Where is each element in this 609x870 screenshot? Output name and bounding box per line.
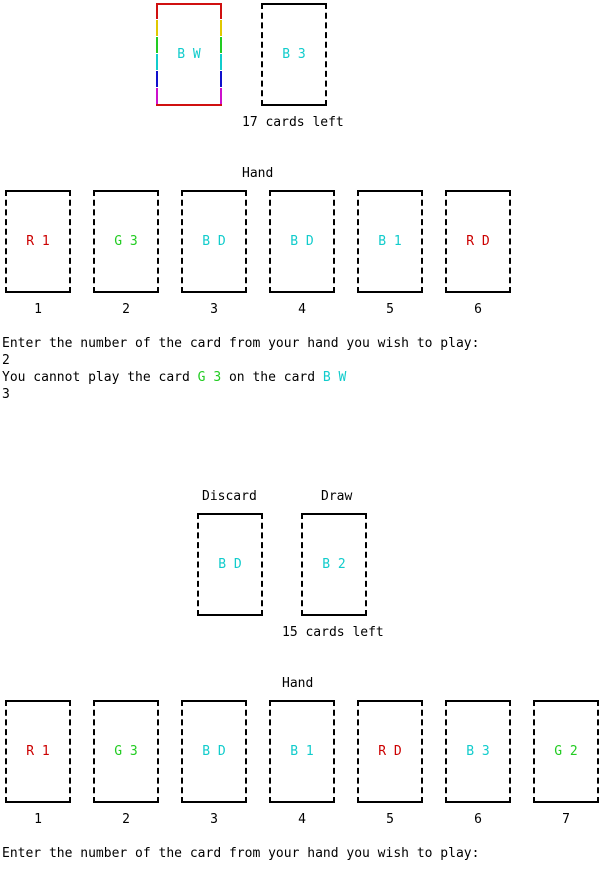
card-face: B 1 xyxy=(290,744,314,759)
card-face: G 2 xyxy=(554,744,578,759)
discard-label: Discard xyxy=(202,489,257,504)
discard-pile-card: B D xyxy=(197,513,263,616)
hand-card-number: 1 xyxy=(34,302,42,317)
hand-card: B 1 xyxy=(357,190,423,293)
wild-border-segment xyxy=(156,71,158,87)
wild-border-segment xyxy=(156,3,158,19)
hand-label: Hand xyxy=(242,166,274,181)
wild-border-right xyxy=(220,3,222,106)
hand-card-number: 6 xyxy=(474,812,482,827)
hand-card-number: 1 xyxy=(34,812,42,827)
draw-pile-card: B 3 xyxy=(261,3,327,106)
hand-card-number: 6 xyxy=(474,302,482,317)
draw-label: Draw xyxy=(321,489,353,504)
card-face: B 3 xyxy=(282,47,306,62)
hand-card: R D xyxy=(357,700,423,803)
draw-pile-card: B 2 xyxy=(301,513,367,616)
error-message: You cannot play the card G 3 on the card… xyxy=(2,370,346,386)
wild-border-segment xyxy=(220,54,222,70)
wild-border-segment xyxy=(156,88,158,104)
hand-card-number: 2 xyxy=(122,302,130,317)
wild-border-segment xyxy=(220,37,222,53)
wild-border-segment xyxy=(220,20,222,36)
hand-label: Hand xyxy=(282,676,314,691)
hand-card: B D xyxy=(269,190,335,293)
card-face: R 1 xyxy=(26,234,50,249)
card-face: B W xyxy=(177,47,201,62)
user-input-line: 3 xyxy=(2,387,10,402)
wild-border-segment xyxy=(220,88,222,104)
prompt-text: Enter the number of the card from your h… xyxy=(2,336,480,351)
card-face: R D xyxy=(466,234,490,249)
hand-card-number: 7 xyxy=(562,812,570,827)
wild-border-segment xyxy=(156,20,158,36)
card-face: R D xyxy=(378,744,402,759)
hand-card: B 3 xyxy=(445,700,511,803)
card-face: B D xyxy=(202,234,226,249)
prompt-text: Enter the number of the card from your h… xyxy=(2,846,480,861)
wild-border-segment xyxy=(220,3,222,19)
hand-card: B D xyxy=(181,700,247,803)
wild-border-segment xyxy=(156,37,158,53)
error-card: G 3 xyxy=(197,370,222,385)
card-face: B D xyxy=(202,744,226,759)
wild-border-segment xyxy=(220,71,222,87)
hand-card-number: 3 xyxy=(210,302,218,317)
card-face: B D xyxy=(290,234,314,249)
error-target-card: B W xyxy=(322,370,347,385)
hand-card-number: 4 xyxy=(298,302,306,317)
error-mid: on the card xyxy=(221,370,323,385)
card-face: G 3 xyxy=(114,234,138,249)
card-face: B 3 xyxy=(466,744,490,759)
hand-card: B 1 xyxy=(269,700,335,803)
wild-border-left xyxy=(156,3,158,106)
cards-left-count: 17 cards left xyxy=(242,115,344,130)
hand-card-number: 5 xyxy=(386,302,394,317)
card-face: R 1 xyxy=(26,744,50,759)
error-prefix: You cannot play the card xyxy=(2,370,198,385)
hand-card-number: 4 xyxy=(298,812,306,827)
discard-pile-card-wild: B W xyxy=(156,3,222,106)
card-face: B D xyxy=(218,557,242,572)
hand-card: G 2 xyxy=(533,700,599,803)
hand-card-number: 3 xyxy=(210,812,218,827)
hand-card: R 1 xyxy=(5,190,71,293)
hand-card: G 3 xyxy=(93,700,159,803)
wild-border-segment xyxy=(156,54,158,70)
hand-card: R D xyxy=(445,190,511,293)
card-face: G 3 xyxy=(114,744,138,759)
card-face: B 2 xyxy=(322,557,346,572)
hand-card-number: 2 xyxy=(122,812,130,827)
hand-card: B D xyxy=(181,190,247,293)
hand-card-number: 5 xyxy=(386,812,394,827)
hand-card: R 1 xyxy=(5,700,71,803)
hand-card: G 3 xyxy=(93,190,159,293)
user-input-line: 2 xyxy=(2,353,10,368)
card-face: B 1 xyxy=(378,234,402,249)
cards-left-count: 15 cards left xyxy=(282,625,384,640)
